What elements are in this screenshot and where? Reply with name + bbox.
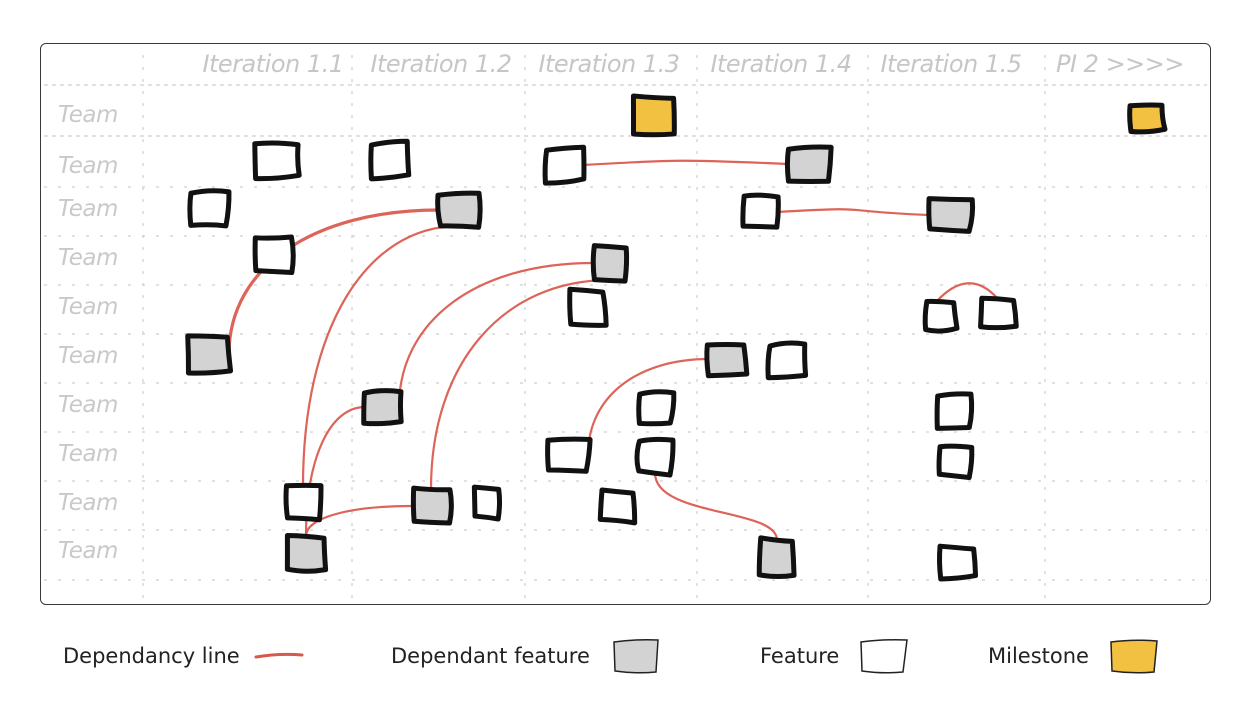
row-label-team: Team bbox=[58, 102, 118, 128]
grid-lines bbox=[44, 55, 1207, 600]
dependency-line bbox=[301, 224, 461, 488]
legend-item-feature: Feature bbox=[760, 636, 917, 676]
column-header-pi-2: PI 2 >>>> bbox=[1055, 50, 1185, 78]
dependency-line bbox=[227, 208, 441, 356]
feature-box bbox=[922, 298, 960, 334]
feature-swatch bbox=[860, 639, 909, 674]
feature-box bbox=[545, 436, 593, 474]
feature-box bbox=[283, 482, 324, 523]
dependency-lines bbox=[227, 159, 1000, 542]
feature-box bbox=[936, 543, 979, 582]
feature-box bbox=[740, 192, 781, 230]
feature-box bbox=[187, 188, 232, 229]
dependant-feature-box bbox=[784, 144, 834, 184]
feature-box bbox=[542, 144, 587, 186]
feature-box bbox=[978, 295, 1019, 331]
dependency-line bbox=[586, 357, 711, 457]
milestone-box bbox=[1127, 102, 1168, 135]
row-label-team: Team bbox=[58, 196, 118, 222]
milestone-swatch bbox=[1110, 639, 1158, 674]
dependant-feature-box bbox=[756, 535, 797, 580]
dependant-feature-box bbox=[410, 485, 454, 526]
dependency-line bbox=[397, 261, 595, 409]
feature-box bbox=[368, 138, 412, 182]
column-header-iteration-1-4: Iteration 1.4 bbox=[710, 50, 852, 78]
row-label-team: Team bbox=[58, 294, 118, 320]
feature-box bbox=[471, 484, 503, 522]
column-header-iteration-1-1: Iteration 1.1 bbox=[202, 50, 344, 78]
dependency-line-swatch bbox=[254, 652, 304, 659]
dependency-line bbox=[934, 282, 1000, 304]
dependant-feature-swatch bbox=[613, 639, 659, 674]
row-label-team: Team bbox=[58, 245, 118, 271]
feature-box bbox=[597, 487, 638, 526]
feature-box bbox=[252, 234, 296, 276]
legend-label: Dependant feature bbox=[391, 644, 590, 668]
dependant-feature-box bbox=[185, 333, 234, 376]
feature-box bbox=[934, 391, 975, 431]
dependant-feature-box bbox=[704, 341, 750, 379]
row-label-team: Team bbox=[58, 538, 118, 564]
feature-box bbox=[252, 140, 302, 182]
legend-item-dependant-feature: Dependant feature bbox=[391, 636, 670, 676]
dependency-line bbox=[653, 471, 779, 542]
milestone-box bbox=[630, 93, 677, 138]
dependency-line bbox=[775, 208, 931, 217]
row-label-team: Team bbox=[58, 392, 118, 418]
dependant-feature-box bbox=[284, 532, 329, 574]
legend-item-dependency-line: Dependancy line bbox=[63, 636, 312, 676]
row-label-team: Team bbox=[58, 153, 118, 179]
column-header-iteration-1-2: Iteration 1.2 bbox=[370, 50, 512, 78]
legend-label: Milestone bbox=[988, 644, 1089, 668]
legend-item-milestone: Milestone bbox=[988, 636, 1167, 676]
feature-box bbox=[636, 389, 677, 427]
legend-label: Feature bbox=[760, 644, 840, 668]
dependency-line bbox=[304, 504, 414, 538]
dependency-line bbox=[429, 278, 612, 491]
dependant-feature-box bbox=[926, 196, 976, 234]
dependency-line bbox=[581, 159, 791, 167]
dependant-feature-box bbox=[590, 243, 630, 284]
feature-box bbox=[765, 340, 809, 381]
dependant-feature-box bbox=[361, 388, 404, 427]
dependant-feature-box bbox=[435, 190, 483, 230]
row-label-team: Team bbox=[58, 343, 118, 369]
row-label-team: Team bbox=[58, 441, 118, 467]
row-label-team: Team bbox=[58, 490, 118, 516]
feature-boxes bbox=[185, 93, 1168, 582]
feature-box bbox=[936, 443, 975, 480]
column-header-iteration-1-5: Iteration 1.5 bbox=[880, 50, 1022, 78]
feature-box bbox=[567, 286, 609, 328]
column-header-iteration-1-3: Iteration 1.3 bbox=[538, 50, 680, 78]
feature-box bbox=[634, 436, 676, 478]
legend-label: Dependancy line bbox=[63, 644, 240, 668]
